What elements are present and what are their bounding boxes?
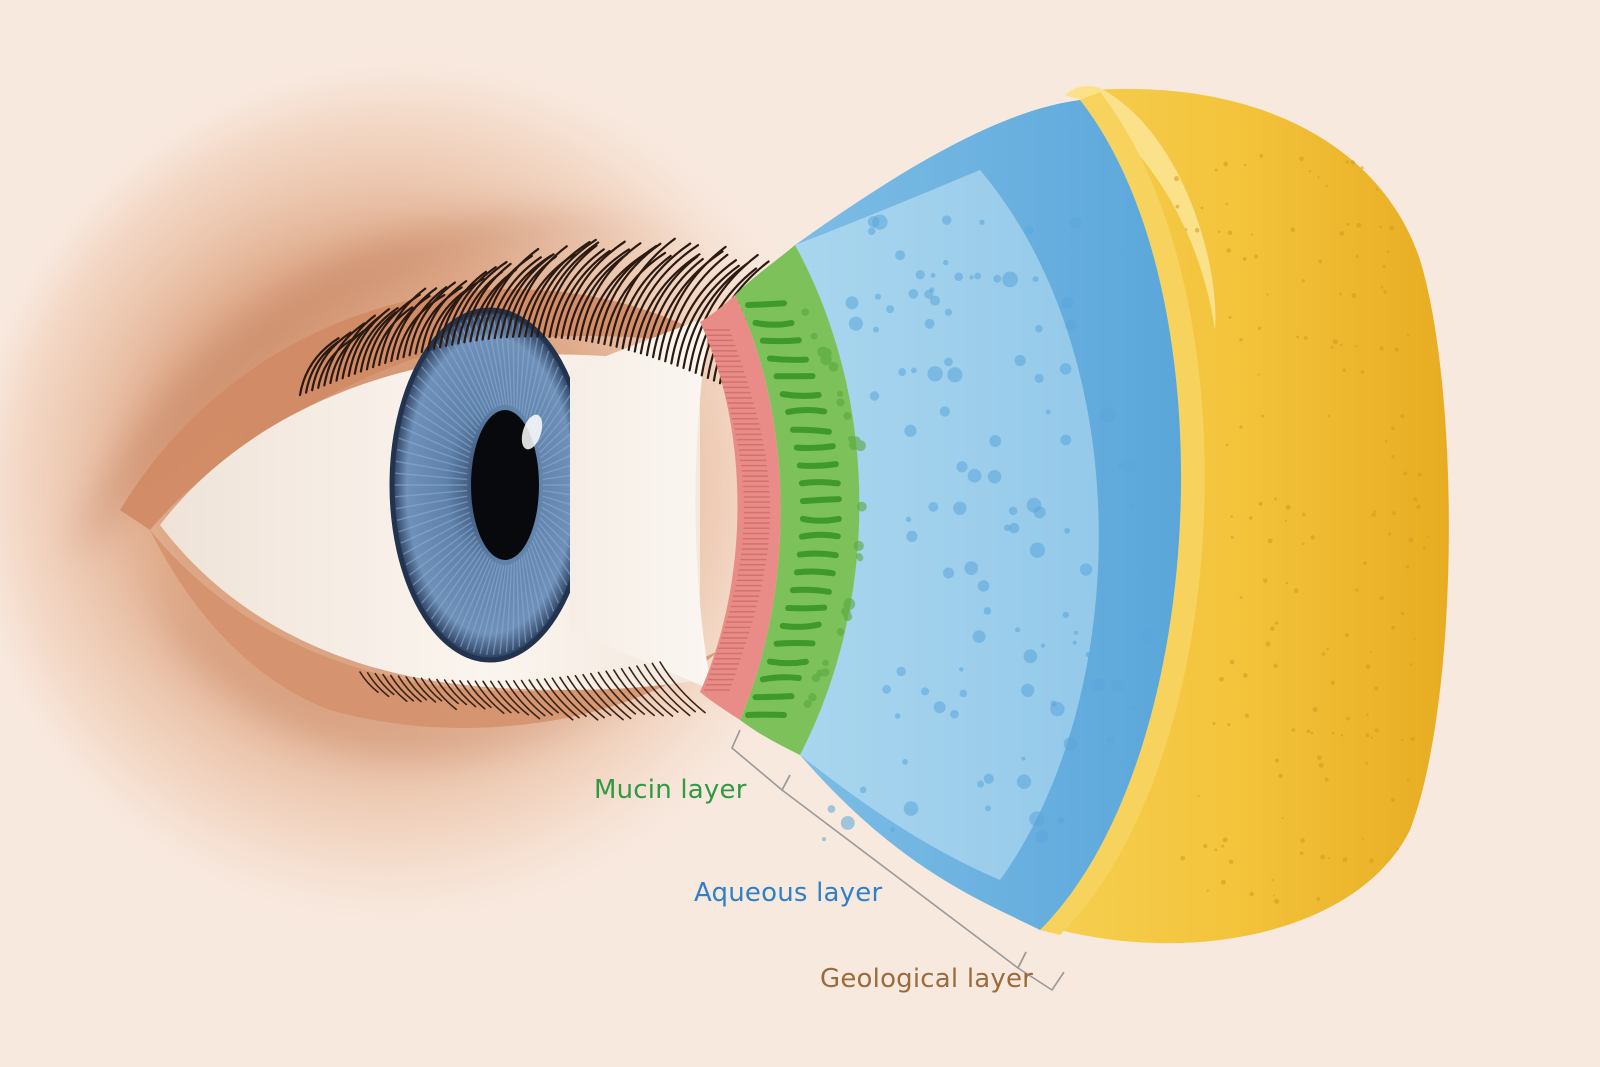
aqueous-inner-layer	[795, 170, 1099, 880]
mucin-layer-label: Mucin layer	[594, 775, 747, 805]
geological-layer-label: Geological layer	[820, 964, 1034, 994]
tear-film-section	[700, 86, 1449, 944]
label-brackets	[731, 729, 1065, 991]
aqueous-layer-label: Aqueous layer	[694, 878, 883, 908]
lipid-layer-rim	[1040, 92, 1205, 935]
pupil-highlight	[521, 414, 543, 450]
geological-bracket	[1017, 951, 1065, 991]
cornea-beam	[570, 315, 712, 690]
pupil	[471, 410, 539, 560]
mucin-layer	[735, 245, 860, 755]
lipid-layer-top	[1065, 86, 1216, 330]
upper-eyelashes	[298, 237, 790, 397]
lipid-layer-block	[1040, 88, 1449, 944]
epithelium-layer	[700, 295, 781, 720]
lower-eyelashes	[359, 661, 706, 721]
lower-eyelid	[150, 530, 720, 728]
